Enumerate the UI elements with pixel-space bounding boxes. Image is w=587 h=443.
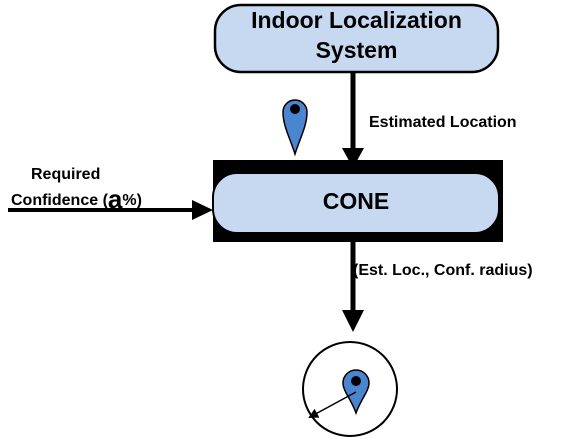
ils-label-line2: System [315,37,398,63]
location-pin-icon [342,369,370,416]
output-label: (Est. Loc., Conf. radius) [353,262,533,279]
ils-label-line1: Indoor Localization [251,7,462,33]
confidence-symbol: a [107,184,123,214]
confidence-prefix: Confidence ( [11,192,108,209]
confidence-suffix: %) [122,192,142,209]
confidence-label: Confidence (a%) [11,184,142,214]
ils-box-label: Indoor Localization System [215,5,498,65]
estimated-location-arrowhead [342,148,364,168]
radius-arrow [308,391,357,418]
ils-box [213,3,500,74]
confidence-input-arrowhead [192,200,213,220]
output-arrowhead [342,310,364,332]
cone-box-label: CONE [322,188,390,214]
estimated-location-label: Estimated Location [369,114,517,131]
location-pin-icon [282,99,308,157]
required-label: Required [31,166,101,183]
cone-box [212,172,500,234]
